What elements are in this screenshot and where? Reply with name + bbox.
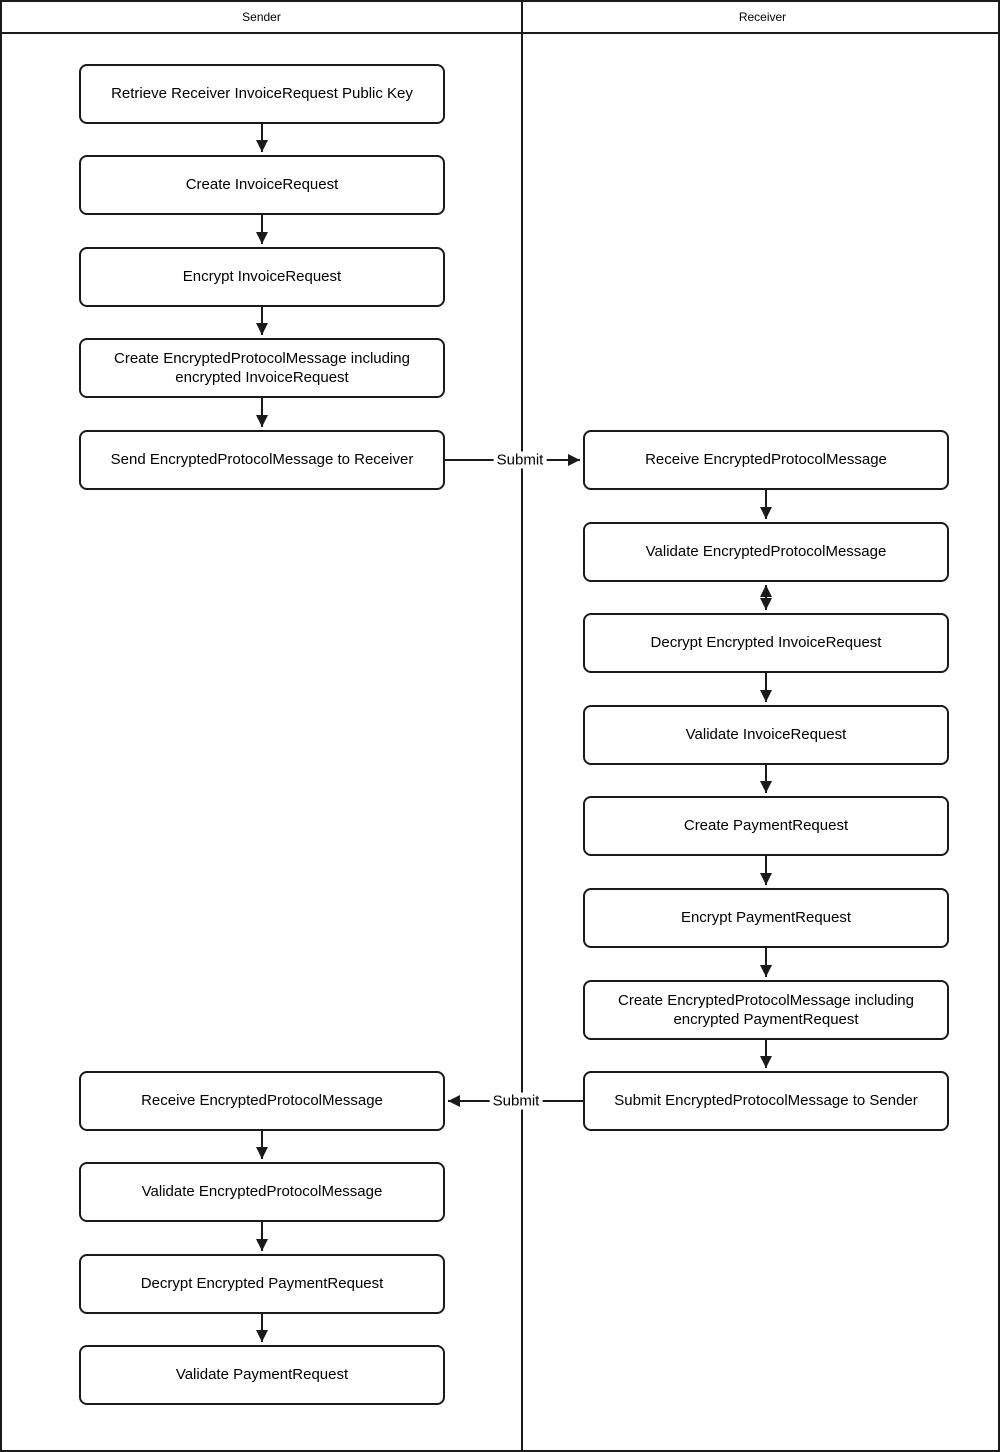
- edge-label-submit-to-sender: Submit: [489, 1092, 543, 1110]
- node-receiver-receive-epm[interactable]: Receive EncryptedProtocolMessage: [583, 430, 949, 490]
- edge-label-submit-to-receiver: Submit: [493, 451, 547, 469]
- node-submit-epm-to-sender[interactable]: Submit EncryptedProtocolMessage to Sende…: [583, 1071, 949, 1131]
- lane-divider: [521, 2, 523, 1450]
- node-create-epm-paymentrequest[interactable]: Create EncryptedProtocolMessage includin…: [583, 980, 949, 1040]
- node-create-epm-invoicerequest[interactable]: Create EncryptedProtocolMessage includin…: [79, 338, 445, 398]
- node-decrypt-paymentrequest[interactable]: Decrypt Encrypted PaymentRequest: [79, 1254, 445, 1314]
- node-send-epm-to-receiver[interactable]: Send EncryptedProtocolMessage to Receive…: [79, 430, 445, 490]
- node-encrypt-invoicerequest[interactable]: Encrypt InvoiceRequest: [79, 247, 445, 307]
- lane-header-sender: Sender: [242, 10, 281, 24]
- lane-header-row: [2, 2, 998, 34]
- node-create-paymentrequest[interactable]: Create PaymentRequest: [583, 796, 949, 856]
- lane-header-receiver: Receiver: [738, 10, 787, 24]
- node-decrypt-invoicerequest[interactable]: Decrypt Encrypted InvoiceRequest: [583, 613, 949, 673]
- node-receiver-validate-epm[interactable]: Validate EncryptedProtocolMessage: [583, 522, 949, 582]
- node-validate-invoicerequest[interactable]: Validate InvoiceRequest: [583, 705, 949, 765]
- node-retrieve-public-key[interactable]: Retrieve Receiver InvoiceRequest Public …: [79, 64, 445, 124]
- node-encrypt-paymentrequest[interactable]: Encrypt PaymentRequest: [583, 888, 949, 948]
- node-validate-paymentrequest[interactable]: Validate PaymentRequest: [79, 1345, 445, 1405]
- node-sender-receive-epm[interactable]: Receive EncryptedProtocolMessage: [79, 1071, 445, 1131]
- node-create-invoicerequest[interactable]: Create InvoiceRequest: [79, 155, 445, 215]
- node-sender-validate-epm[interactable]: Validate EncryptedProtocolMessage: [79, 1162, 445, 1222]
